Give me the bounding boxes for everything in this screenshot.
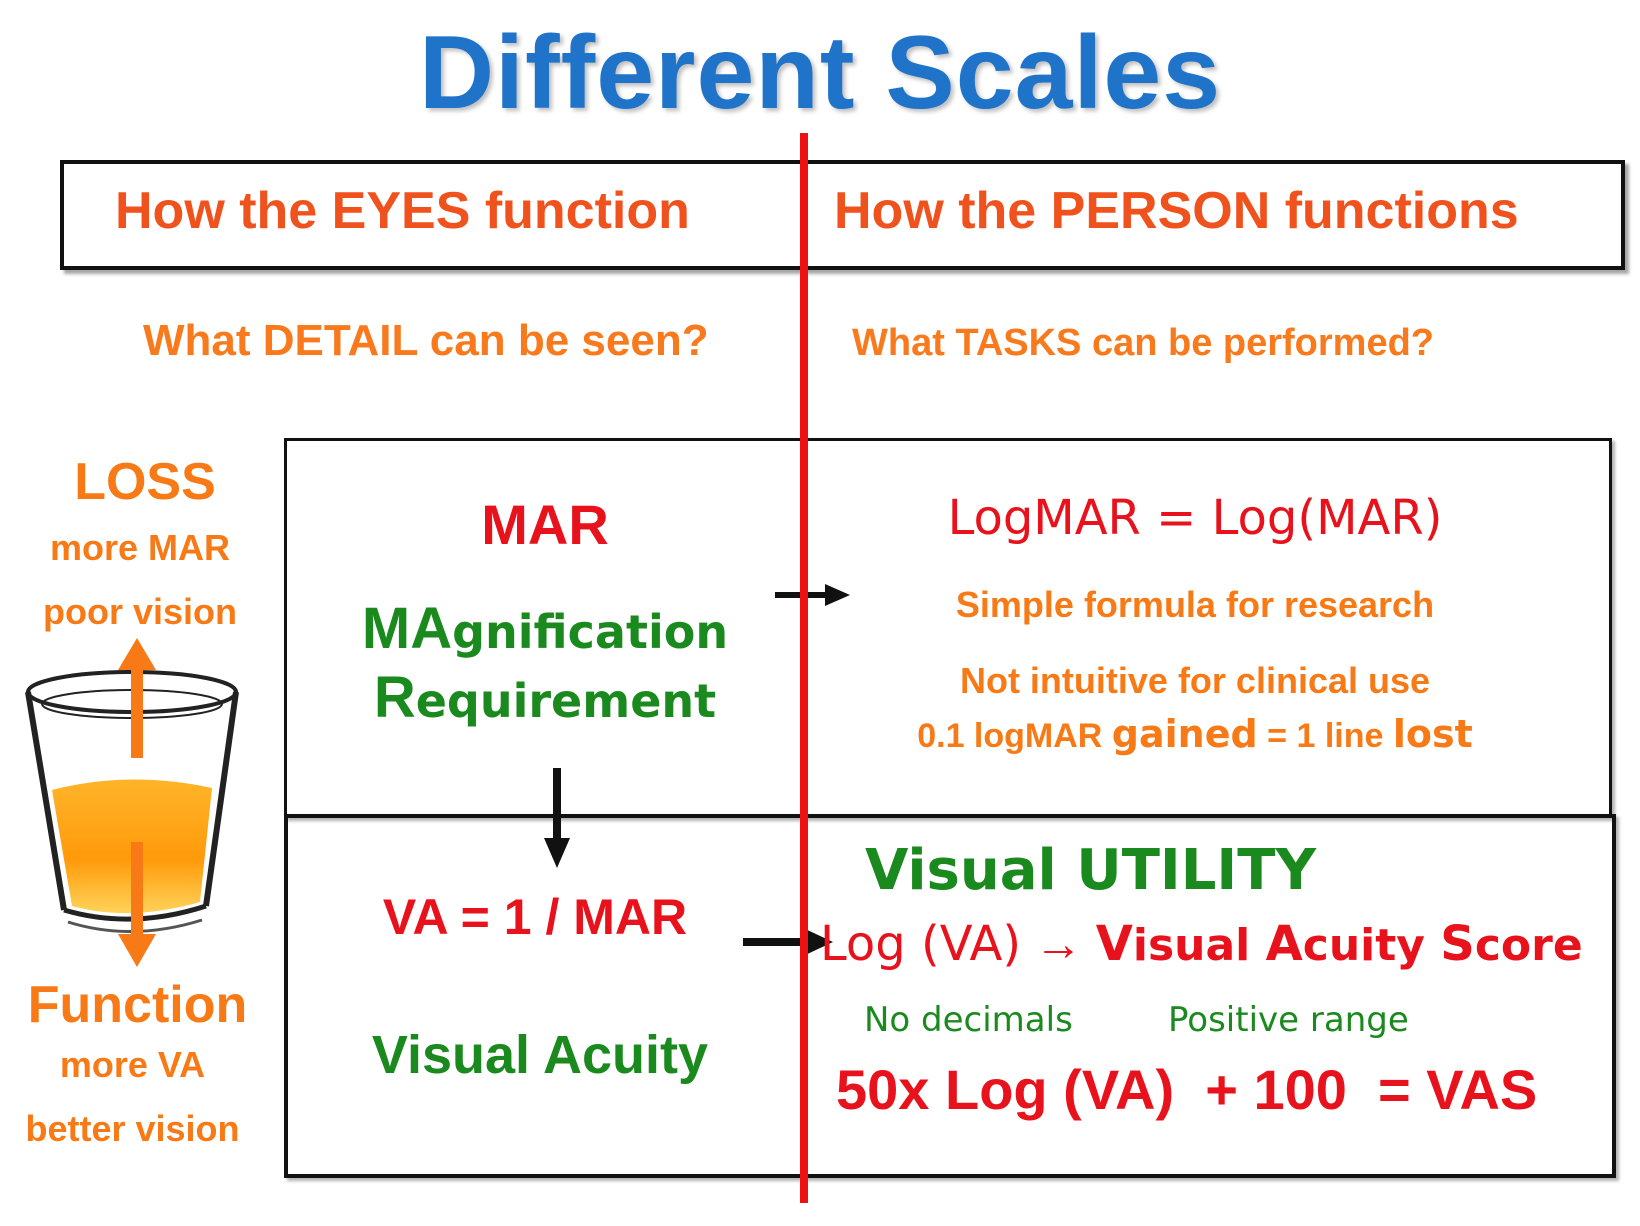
arrow-glyph-icon: → (1034, 918, 1083, 971)
arrow-up-icon (118, 638, 156, 758)
more-va-label: more VA (59, 1044, 206, 1085)
arrow-right-va-icon (743, 927, 833, 957)
mar-label: MAR (481, 493, 609, 556)
header-person-functions: How the PERSON functions (834, 182, 1519, 240)
no-decimals-label: No decimals (864, 1000, 1073, 1040)
function-label: Function (27, 976, 248, 1034)
more-mar-label: more MAR (49, 527, 231, 568)
divider-line (800, 133, 808, 1203)
log-va-score-line: Log (VA) → Visual Acuity Score (820, 916, 1583, 972)
loss-label: LOSS (74, 453, 216, 511)
header-box (60, 160, 1625, 270)
visual-acuity-label: Visual Acuity (371, 1025, 709, 1085)
better-vision-label: better vision (25, 1108, 240, 1149)
visual-utility-label: Visual UTILITY (865, 838, 1317, 903)
question-detail: What DETAIL can be seen? (143, 316, 709, 365)
header-eyes-function: How the EYES function (115, 182, 690, 240)
logmar-formula: LogMAR = Log(MAR) (947, 490, 1443, 546)
va-box (284, 814, 1616, 1178)
arrow-right-icon (775, 584, 850, 606)
arrow-down-black-icon (544, 768, 570, 868)
not-intuitive-label: Not intuitive for clinical use (959, 660, 1431, 701)
va-formula: VA = 1 / MAR (382, 889, 688, 945)
simple-formula-label: Simple formula for research (955, 584, 1435, 625)
question-tasks: What TASKS can be performed? (852, 322, 1435, 364)
vas-formula: 50x Log (VA) + 100 = VAS (836, 1058, 1538, 1121)
page-title: Different Scales (418, 15, 1222, 131)
magnification-label: MAgnification (361, 596, 729, 661)
arrow-down-icon (118, 842, 156, 967)
requirement-label: Requirement (373, 665, 717, 730)
logmar-gained-line: 0.1 logMAR gained = 1 line lost (917, 712, 1473, 756)
positive-range-label: Positive range (1168, 1000, 1409, 1040)
poor-vision-label: poor vision (42, 591, 237, 632)
